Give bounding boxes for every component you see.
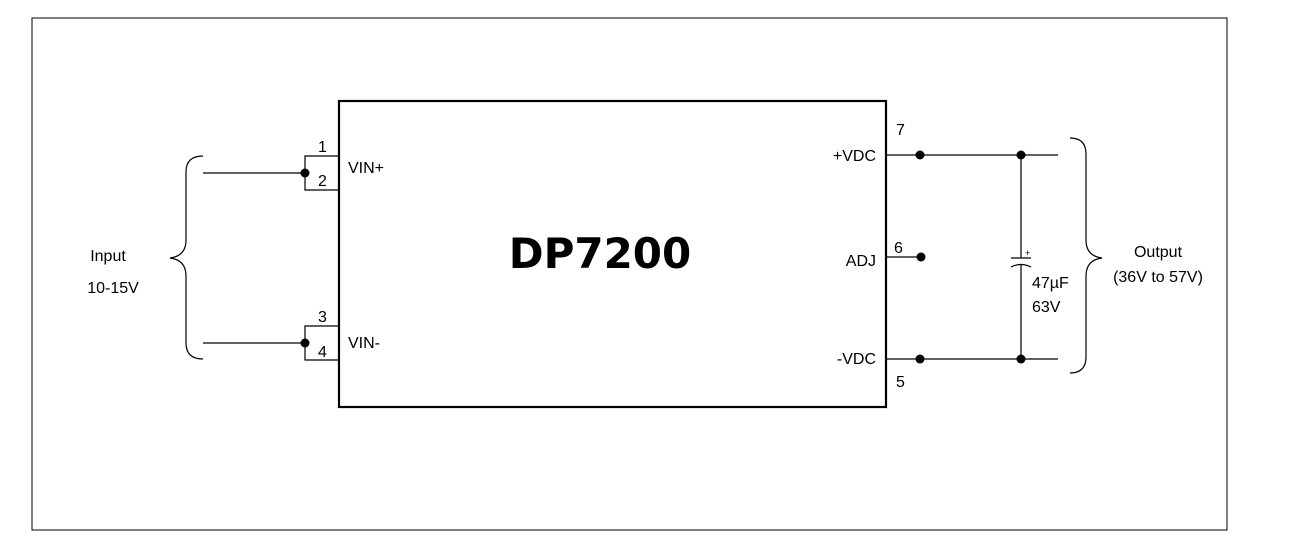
- pin-6-number: 6: [894, 240, 903, 257]
- input-negative-junction: [300, 338, 310, 348]
- diagram-frame: [31, 17, 1228, 531]
- pin-7-number: 7: [896, 122, 905, 139]
- adj-label: ADJ: [846, 253, 876, 270]
- vdc-plus-label: +VDC: [833, 148, 876, 165]
- vdc-minus-junction: [915, 354, 925, 364]
- vdc-minus-label: -VDC: [837, 351, 876, 368]
- vdc-plus-junction: [915, 150, 925, 160]
- pin-2-number: 2: [318, 173, 327, 190]
- pin-3-number: 3: [318, 309, 327, 326]
- adj-terminal: [916, 252, 926, 262]
- input-brace: [169, 155, 204, 360]
- chip-name: DP7200: [509, 229, 692, 278]
- chip-body: [337, 99, 888, 409]
- cap-voltage: 63V: [1032, 299, 1061, 316]
- pin-1-number: 1: [318, 139, 327, 156]
- pin-4-number: 4: [318, 344, 327, 361]
- output-label: Output: [1134, 244, 1183, 261]
- input-positive-junction: [300, 168, 310, 178]
- cap-value: 47µF: [1032, 275, 1069, 292]
- input-range: 10-15V: [87, 280, 139, 297]
- vin-plus-label: VIN+: [348, 160, 384, 177]
- pin-5-number: 5: [896, 374, 905, 391]
- vin-minus-label: VIN-: [348, 335, 380, 352]
- output-range: (36V to 57V): [1113, 269, 1203, 286]
- input-label: Input: [90, 248, 126, 265]
- cap-polarity-mark: +: [1025, 248, 1030, 258]
- output-brace: [1069, 137, 1103, 374]
